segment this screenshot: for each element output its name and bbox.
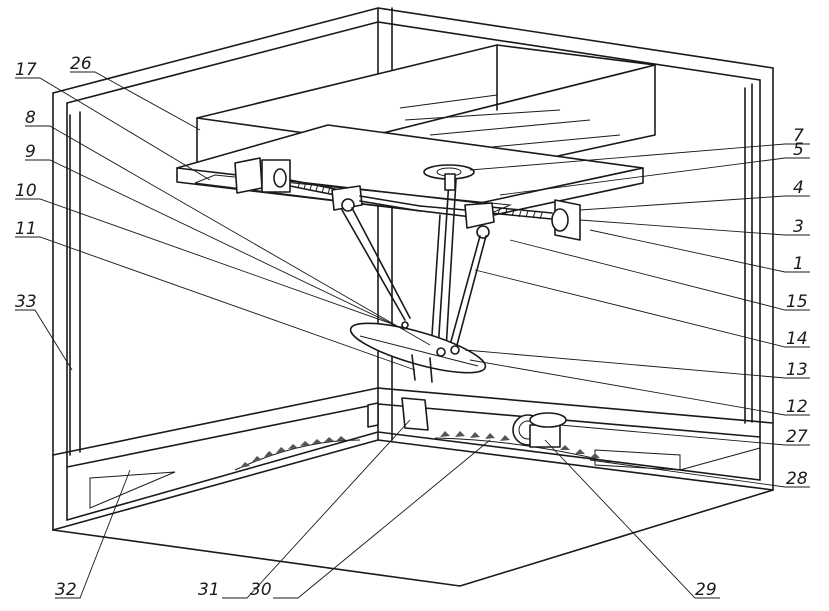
leader-lines <box>15 71 810 599</box>
callout-14: 14 <box>786 329 808 349</box>
callout-3: 3 <box>793 217 804 237</box>
callout-15: 15 <box>786 292 808 312</box>
callout-31: 31 <box>198 580 220 600</box>
gear-mechanism <box>234 397 611 471</box>
left-drive <box>234 157 421 212</box>
callout-1: 1 <box>793 254 804 274</box>
callout-12: 12 <box>786 397 808 417</box>
callout-10: 10 <box>15 181 37 201</box>
callout-32: 32 <box>55 580 77 600</box>
delta-rods <box>341 173 487 351</box>
callout-4: 4 <box>793 178 804 198</box>
callout-9: 9 <box>25 142 36 162</box>
callout-labels: 17 26 8 9 10 11 33 7 5 4 3 1 15 14 13 12… <box>15 54 808 600</box>
callout-28: 28 <box>786 469 808 489</box>
mounting-plate <box>176 124 644 219</box>
callout-5: 5 <box>793 140 804 160</box>
callout-7: 7 <box>793 126 804 146</box>
callout-8: 8 <box>25 108 36 128</box>
right-drive <box>419 199 581 241</box>
end-effector <box>349 321 487 383</box>
callout-29: 29 <box>695 580 717 600</box>
callout-30: 30 <box>250 580 272 600</box>
callout-11: 11 <box>15 219 37 239</box>
callout-13: 13 <box>786 360 808 380</box>
callout-33: 33 <box>15 292 37 312</box>
callout-17: 17 <box>15 60 37 80</box>
callout-27: 27 <box>786 427 808 447</box>
callout-26: 26 <box>70 54 92 74</box>
